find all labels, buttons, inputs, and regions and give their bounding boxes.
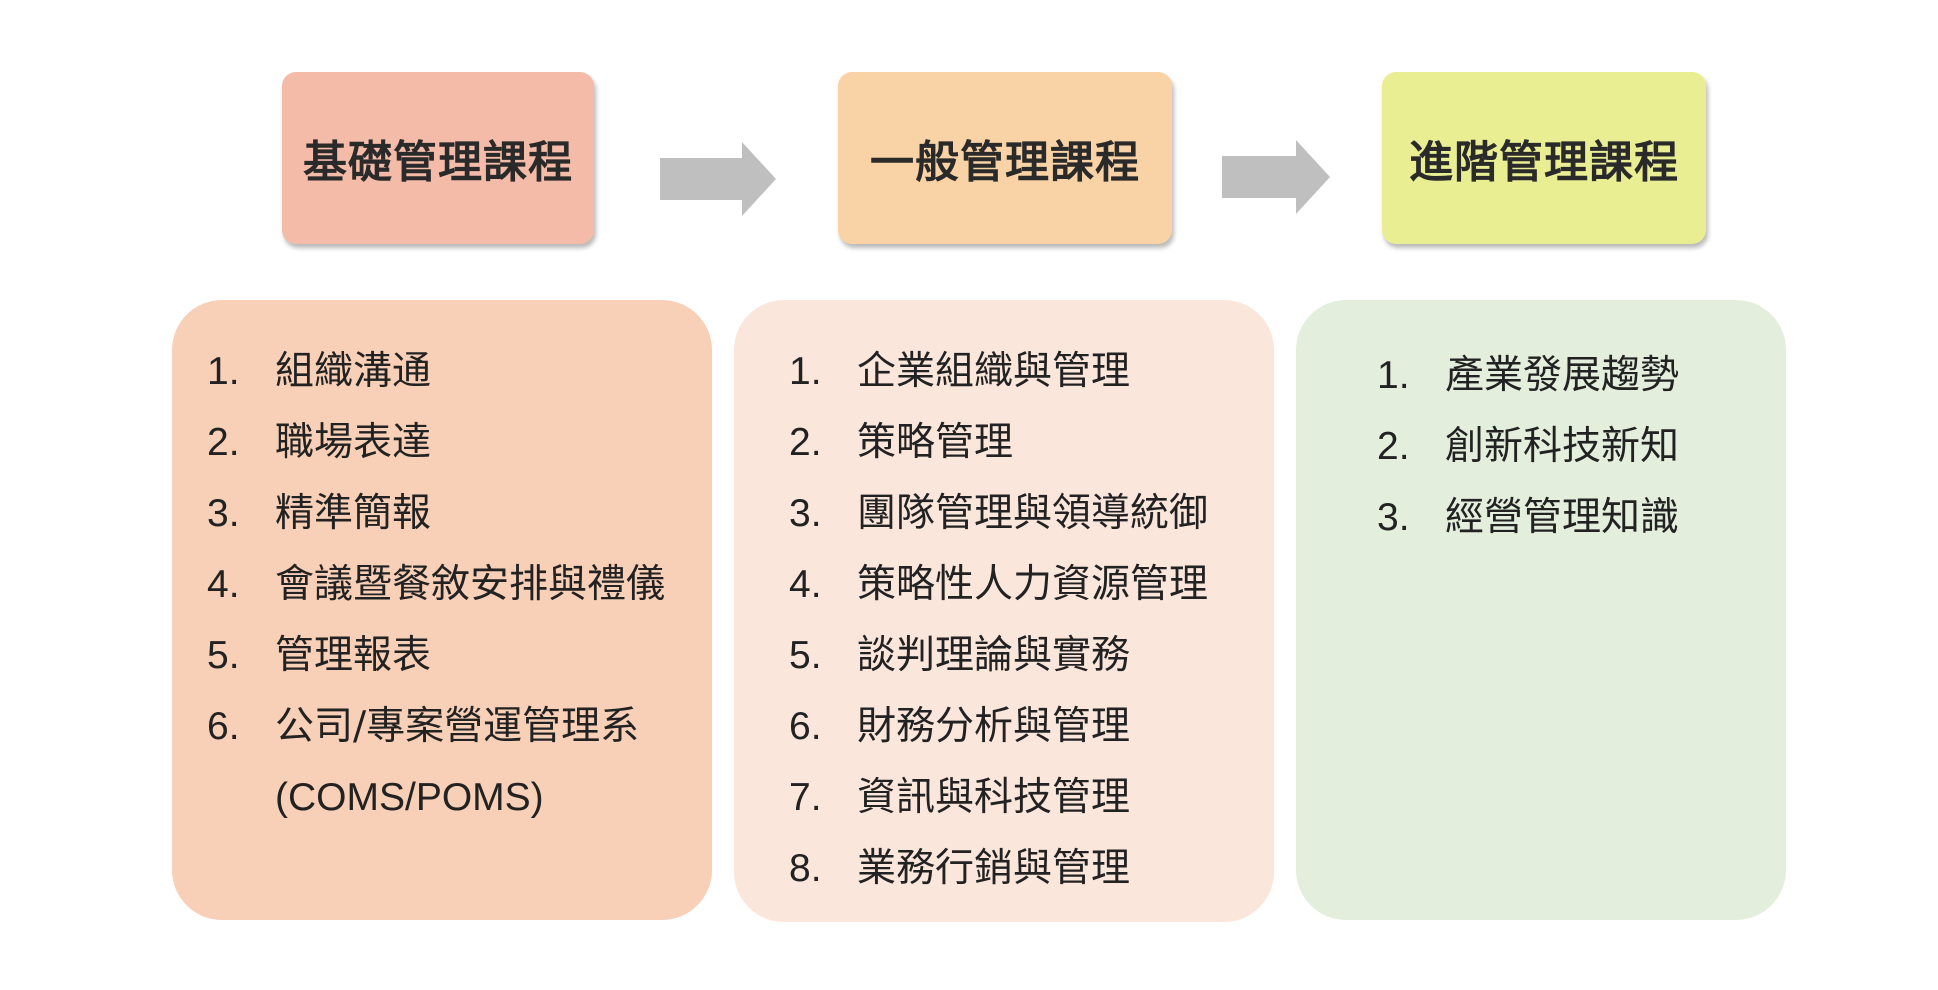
list-item-number: 2. — [789, 421, 822, 464]
list-item: 1. 產業發展趨勢 — [1377, 340, 1786, 411]
list-item-text: 公司/專案營運管理系 — [275, 704, 640, 749]
list-item-text: 資訊與科技管理 — [857, 775, 1131, 820]
list-item-text: (COMS/POMS) — [275, 776, 544, 819]
list-item: 1. 組織溝通 — [207, 336, 712, 407]
arrow-right-icon — [1222, 140, 1330, 214]
list-item: 2. 創新科技新知 — [1377, 411, 1786, 482]
list-item: 8. 業務行銷與管理 — [789, 833, 1274, 904]
list-item-text: 企業組織與管理 — [857, 349, 1131, 394]
list-item: 1. 企業組織與管理 — [789, 336, 1274, 407]
list-item: 7. 資訊與科技管理 — [789, 762, 1274, 833]
list-item: 3. 團隊管理與領導統御 — [789, 478, 1274, 549]
stage-header-general: 一般管理課程 — [838, 72, 1172, 244]
list-item-number: 1. — [789, 350, 822, 393]
stage-header-advanced: 進階管理課程 — [1382, 72, 1706, 244]
list-item-text: 職場表達 — [275, 420, 432, 465]
list-item-number: 6. — [207, 705, 240, 748]
course-list-basic: 1. 組織溝通 2. 職場表達 3. 精準簡報 4. 會議暨餐敘安排與禮儀 5. 管理報表 6. 公司… — [172, 300, 712, 920]
list-item-number: 7. — [789, 776, 822, 819]
list-item-text: 組織溝通 — [275, 349, 432, 394]
list-item-text: 策略管理 — [857, 420, 1014, 465]
list-item-number: 3. — [207, 492, 240, 535]
list-item-number: 8. — [789, 847, 822, 890]
list-item: 2. 職場表達 — [207, 407, 712, 478]
list-item-number: 3. — [1377, 496, 1410, 539]
list-item-number: 3. — [789, 492, 822, 535]
list-item-number: 6. — [789, 705, 822, 748]
list-item-text: 會議暨餐敘安排與禮儀 — [275, 562, 666, 607]
list-item-number: 4. — [789, 563, 822, 606]
list-item: 3. 經營管理知識 — [1377, 482, 1786, 553]
list-item-number: 1. — [1377, 354, 1410, 397]
list-item-number: 5. — [207, 634, 240, 677]
list-item: (COMS/POMS) — [207, 762, 712, 833]
list-item: 6. 財務分析與管理 — [789, 691, 1274, 762]
stage-title-advanced: 進階管理課程 — [1409, 137, 1679, 188]
list-item: 4. 策略性人力資源管理 — [789, 549, 1274, 620]
list-item-text: 談判理論與實務 — [857, 633, 1131, 678]
list-item-number: 2. — [207, 421, 240, 464]
list-item-text: 產業發展趨勢 — [1445, 353, 1680, 398]
course-list-advanced: 1. 產業發展趨勢 2. 創新科技新知 3. 經營管理知識 — [1296, 300, 1786, 920]
list-item-text: 管理報表 — [275, 633, 432, 678]
list-item-text: 策略性人力資源管理 — [857, 562, 1209, 607]
stage-header-basic: 基礎管理課程 — [282, 72, 594, 244]
list-item-number: 2. — [1377, 425, 1410, 468]
list-item: 4. 會議暨餐敘安排與禮儀 — [207, 549, 712, 620]
list-item-text: 財務分析與管理 — [857, 704, 1131, 749]
list-item-text: 團隊管理與領導統御 — [857, 491, 1209, 536]
list-item-text: 經營管理知識 — [1445, 495, 1680, 540]
list-item-text: 創新科技新知 — [1445, 424, 1680, 469]
list-item: 6. 公司/專案營運管理系 — [207, 691, 712, 762]
list-item-number: 1. — [207, 350, 240, 393]
stage-title-general: 一般管理課程 — [870, 137, 1140, 188]
list-item-text: 業務行銷與管理 — [857, 846, 1131, 891]
arrow-right-icon — [660, 142, 776, 216]
list-item: 3. 精準簡報 — [207, 478, 712, 549]
list-item-text: 精準簡報 — [275, 491, 432, 536]
list-item: 2. 策略管理 — [789, 407, 1274, 478]
stage-title-basic: 基礎管理課程 — [303, 137, 573, 188]
list-item-number: 4. — [207, 563, 240, 606]
list-item: 5. 管理報表 — [207, 620, 712, 691]
course-list-general: 1. 企業組織與管理 2. 策略管理 3. 團隊管理與領導統御 4. 策略性人力資源管理 5. 談… — [734, 300, 1274, 922]
list-item: 5. 談判理論與實務 — [789, 620, 1274, 691]
list-item-number: 5. — [789, 634, 822, 677]
